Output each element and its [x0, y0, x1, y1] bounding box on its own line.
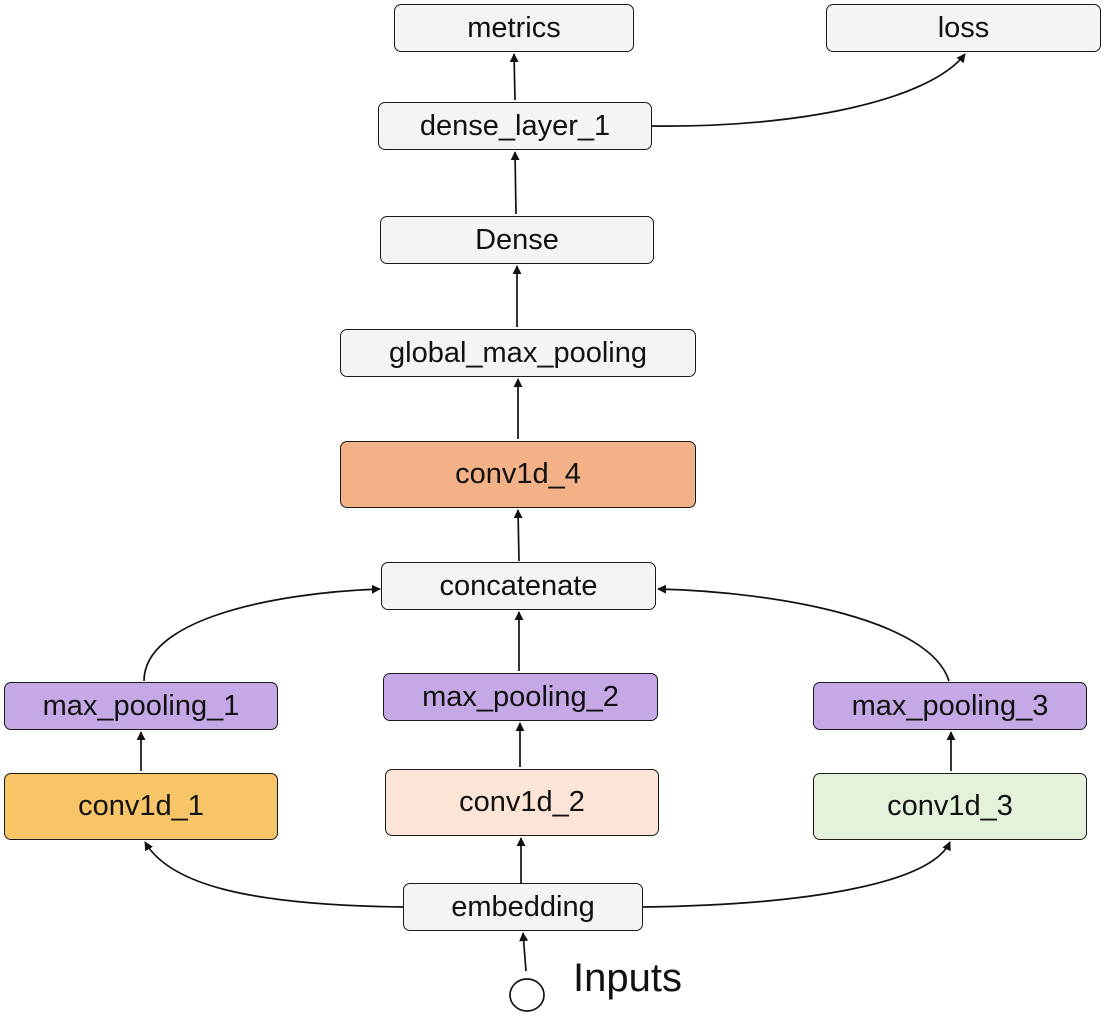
- inputs-node-circle: [509, 978, 545, 1012]
- node-metrics-label: metrics: [467, 11, 561, 44]
- node-max-pooling-2-label: max_pooling_2: [422, 680, 619, 713]
- node-dense: Dense: [380, 216, 654, 264]
- edge-max-pooling-1-to-concatenate: [143, 584, 381, 682]
- node-conv1d-2-label: conv1d_2: [459, 786, 585, 818]
- edge-embedding-to-conv1d-3: [642, 841, 951, 908]
- edge-max-pooling-3-to-concatenate: [657, 584, 950, 682]
- node-concatenate: concatenate: [381, 562, 656, 610]
- node-max-pooling-1: max_pooling_1: [4, 682, 278, 730]
- node-conv1d-4-label: conv1d_4: [455, 458, 581, 490]
- node-conv1d-3-label: conv1d_3: [887, 790, 1013, 822]
- edge-concatenate-to-conv1d-4: [513, 509, 523, 562]
- node-conv1d-4: conv1d_4: [340, 441, 696, 508]
- node-embedding: embedding: [403, 883, 643, 931]
- node-dense-layer-1: dense_layer_1: [378, 102, 652, 150]
- node-dense-label: Dense: [475, 223, 559, 256]
- edge-inputs-to-embedding: [519, 932, 529, 972]
- node-metrics: metrics: [394, 4, 634, 52]
- node-embedding-label: embedding: [451, 890, 595, 923]
- inputs-label: Inputs: [573, 956, 682, 1000]
- node-loss-label: loss: [937, 11, 990, 44]
- node-conv1d-1: conv1d_1: [4, 773, 278, 840]
- edge-dense-layer-1-to-metrics: [509, 53, 519, 101]
- node-loss: loss: [826, 4, 1101, 52]
- node-dense-layer-1-label: dense_layer_1: [419, 109, 611, 142]
- node-global-max-pooling-label: global_max_pooling: [389, 336, 647, 369]
- node-conv1d-1-label: conv1d_1: [78, 790, 204, 822]
- node-concatenate-label: concatenate: [439, 569, 598, 602]
- node-max-pooling-3: max_pooling_3: [813, 682, 1087, 730]
- node-max-pooling-1-label: max_pooling_1: [42, 689, 240, 722]
- edge-embedding-to-conv1d-1: [144, 841, 404, 908]
- edge-dense-to-dense-layer-1: [510, 151, 520, 215]
- node-global-max-pooling: global_max_pooling: [340, 329, 696, 377]
- node-max-pooling-2: max_pooling_2: [383, 673, 658, 721]
- node-conv1d-2: conv1d_2: [385, 769, 659, 836]
- node-max-pooling-3-label: max_pooling_3: [851, 689, 1049, 722]
- node-conv1d-3: conv1d_3: [813, 773, 1087, 840]
- edge-dense-layer-1-to-loss: [651, 53, 966, 127]
